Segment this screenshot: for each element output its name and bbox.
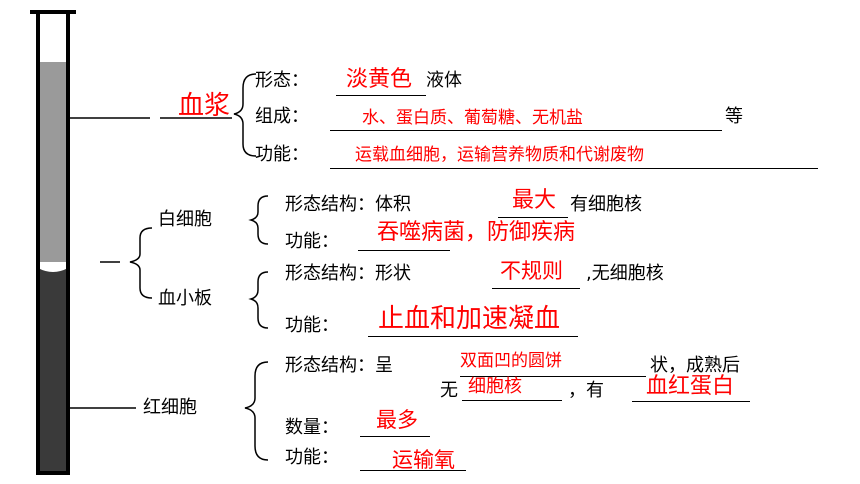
platelet-structure-blank [492, 288, 580, 289]
white-cell-function-answer: 吞噬病菌，防御疾病 [377, 220, 576, 245]
white-cell-structure-blank [498, 217, 568, 218]
plasma-shape-blank [336, 95, 426, 96]
platelet-function-label: 功能： [285, 315, 339, 336]
platelet-label: 血小板 [158, 288, 212, 309]
white-cell-function-label: 功能： [285, 231, 339, 252]
red-cell-structure-label: 形态结构：呈 [285, 355, 393, 376]
red-cell-label: 红细胞 [143, 397, 197, 418]
plasma-composition-blank [330, 130, 722, 131]
red-cell-function-blank [360, 470, 466, 471]
red-cell-count-answer: 最多 [376, 408, 418, 432]
red-cell-has-label: ，有 [568, 380, 604, 401]
plasma-composition-answer: 水、蛋白质、葡萄糖、无机盐 [362, 108, 583, 128]
red-cell-structure-answer: 双面凹的圆饼 [460, 351, 562, 371]
test-tube [30, 10, 76, 475]
plasma-label: 血浆 [178, 91, 231, 121]
red-cell-nucleus-answer: 细胞核 [468, 376, 522, 397]
white-cell-structure-tail: 有细胞核 [570, 194, 642, 215]
white-cell-structure-label: 形态结构：体积 [285, 194, 411, 215]
plasma-function-blank [330, 168, 818, 169]
platelet-function-blank [368, 336, 578, 337]
white-cell-structure-answer: 最大 [512, 188, 557, 213]
red-cell-nucleus-prefix: 无 [440, 380, 458, 401]
red-cell-has-blank [632, 401, 750, 402]
red-cell-count-label: 数量： [285, 417, 339, 438]
plasma-composition-tail: 等 [725, 106, 743, 127]
cell-layer [38, 268, 68, 473]
platelet-structure-tail: ,无细胞核 [586, 263, 664, 284]
white-cell-label: 白细胞 [158, 209, 212, 230]
platelet-structure-answer: 不规则 [500, 259, 563, 283]
white-cell-function-blank [358, 250, 450, 251]
plasma-function-label: 功能： [255, 144, 309, 165]
plasma-shape-tail: 液体 [426, 70, 462, 91]
plasma-composition-label: 组成： [255, 106, 309, 127]
red-cell-function-answer: 运输氧 [392, 448, 455, 472]
platelet-structure-label: 形态结构：形状 [285, 263, 411, 284]
red-cell-structure-tail: 状，成熟后 [650, 355, 740, 376]
red-cell-count-blank [360, 436, 430, 437]
plasma-function-answer: 运载血细胞，运输营养物质和代谢废物 [355, 145, 644, 165]
plasma-shape-answer: 淡黄色 [346, 67, 413, 92]
platelet-function-answer: 止血和加速凝血 [378, 304, 561, 334]
plasma-layer [38, 62, 68, 262]
red-cell-structure-blank [460, 376, 646, 377]
red-cell-function-label: 功能： [285, 447, 339, 468]
plasma-shape-label: 形态： [255, 70, 309, 91]
red-cell-nucleus-blank [462, 400, 562, 401]
red-cell-has-answer: 血红蛋白 [646, 374, 735, 399]
